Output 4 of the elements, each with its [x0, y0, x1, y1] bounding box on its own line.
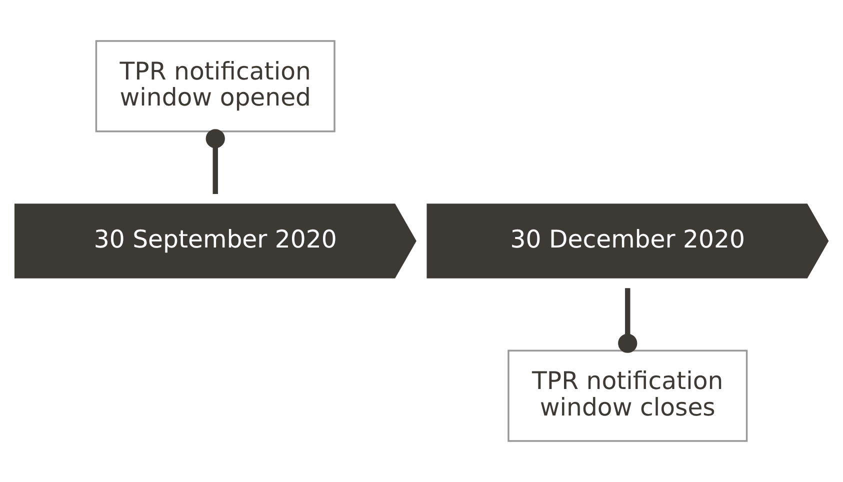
- node-box: TPR notification window closes: [508, 350, 748, 442]
- connector: [206, 129, 225, 194]
- node-box: TPR notification window opened: [95, 40, 336, 132]
- connector: [618, 288, 638, 353]
